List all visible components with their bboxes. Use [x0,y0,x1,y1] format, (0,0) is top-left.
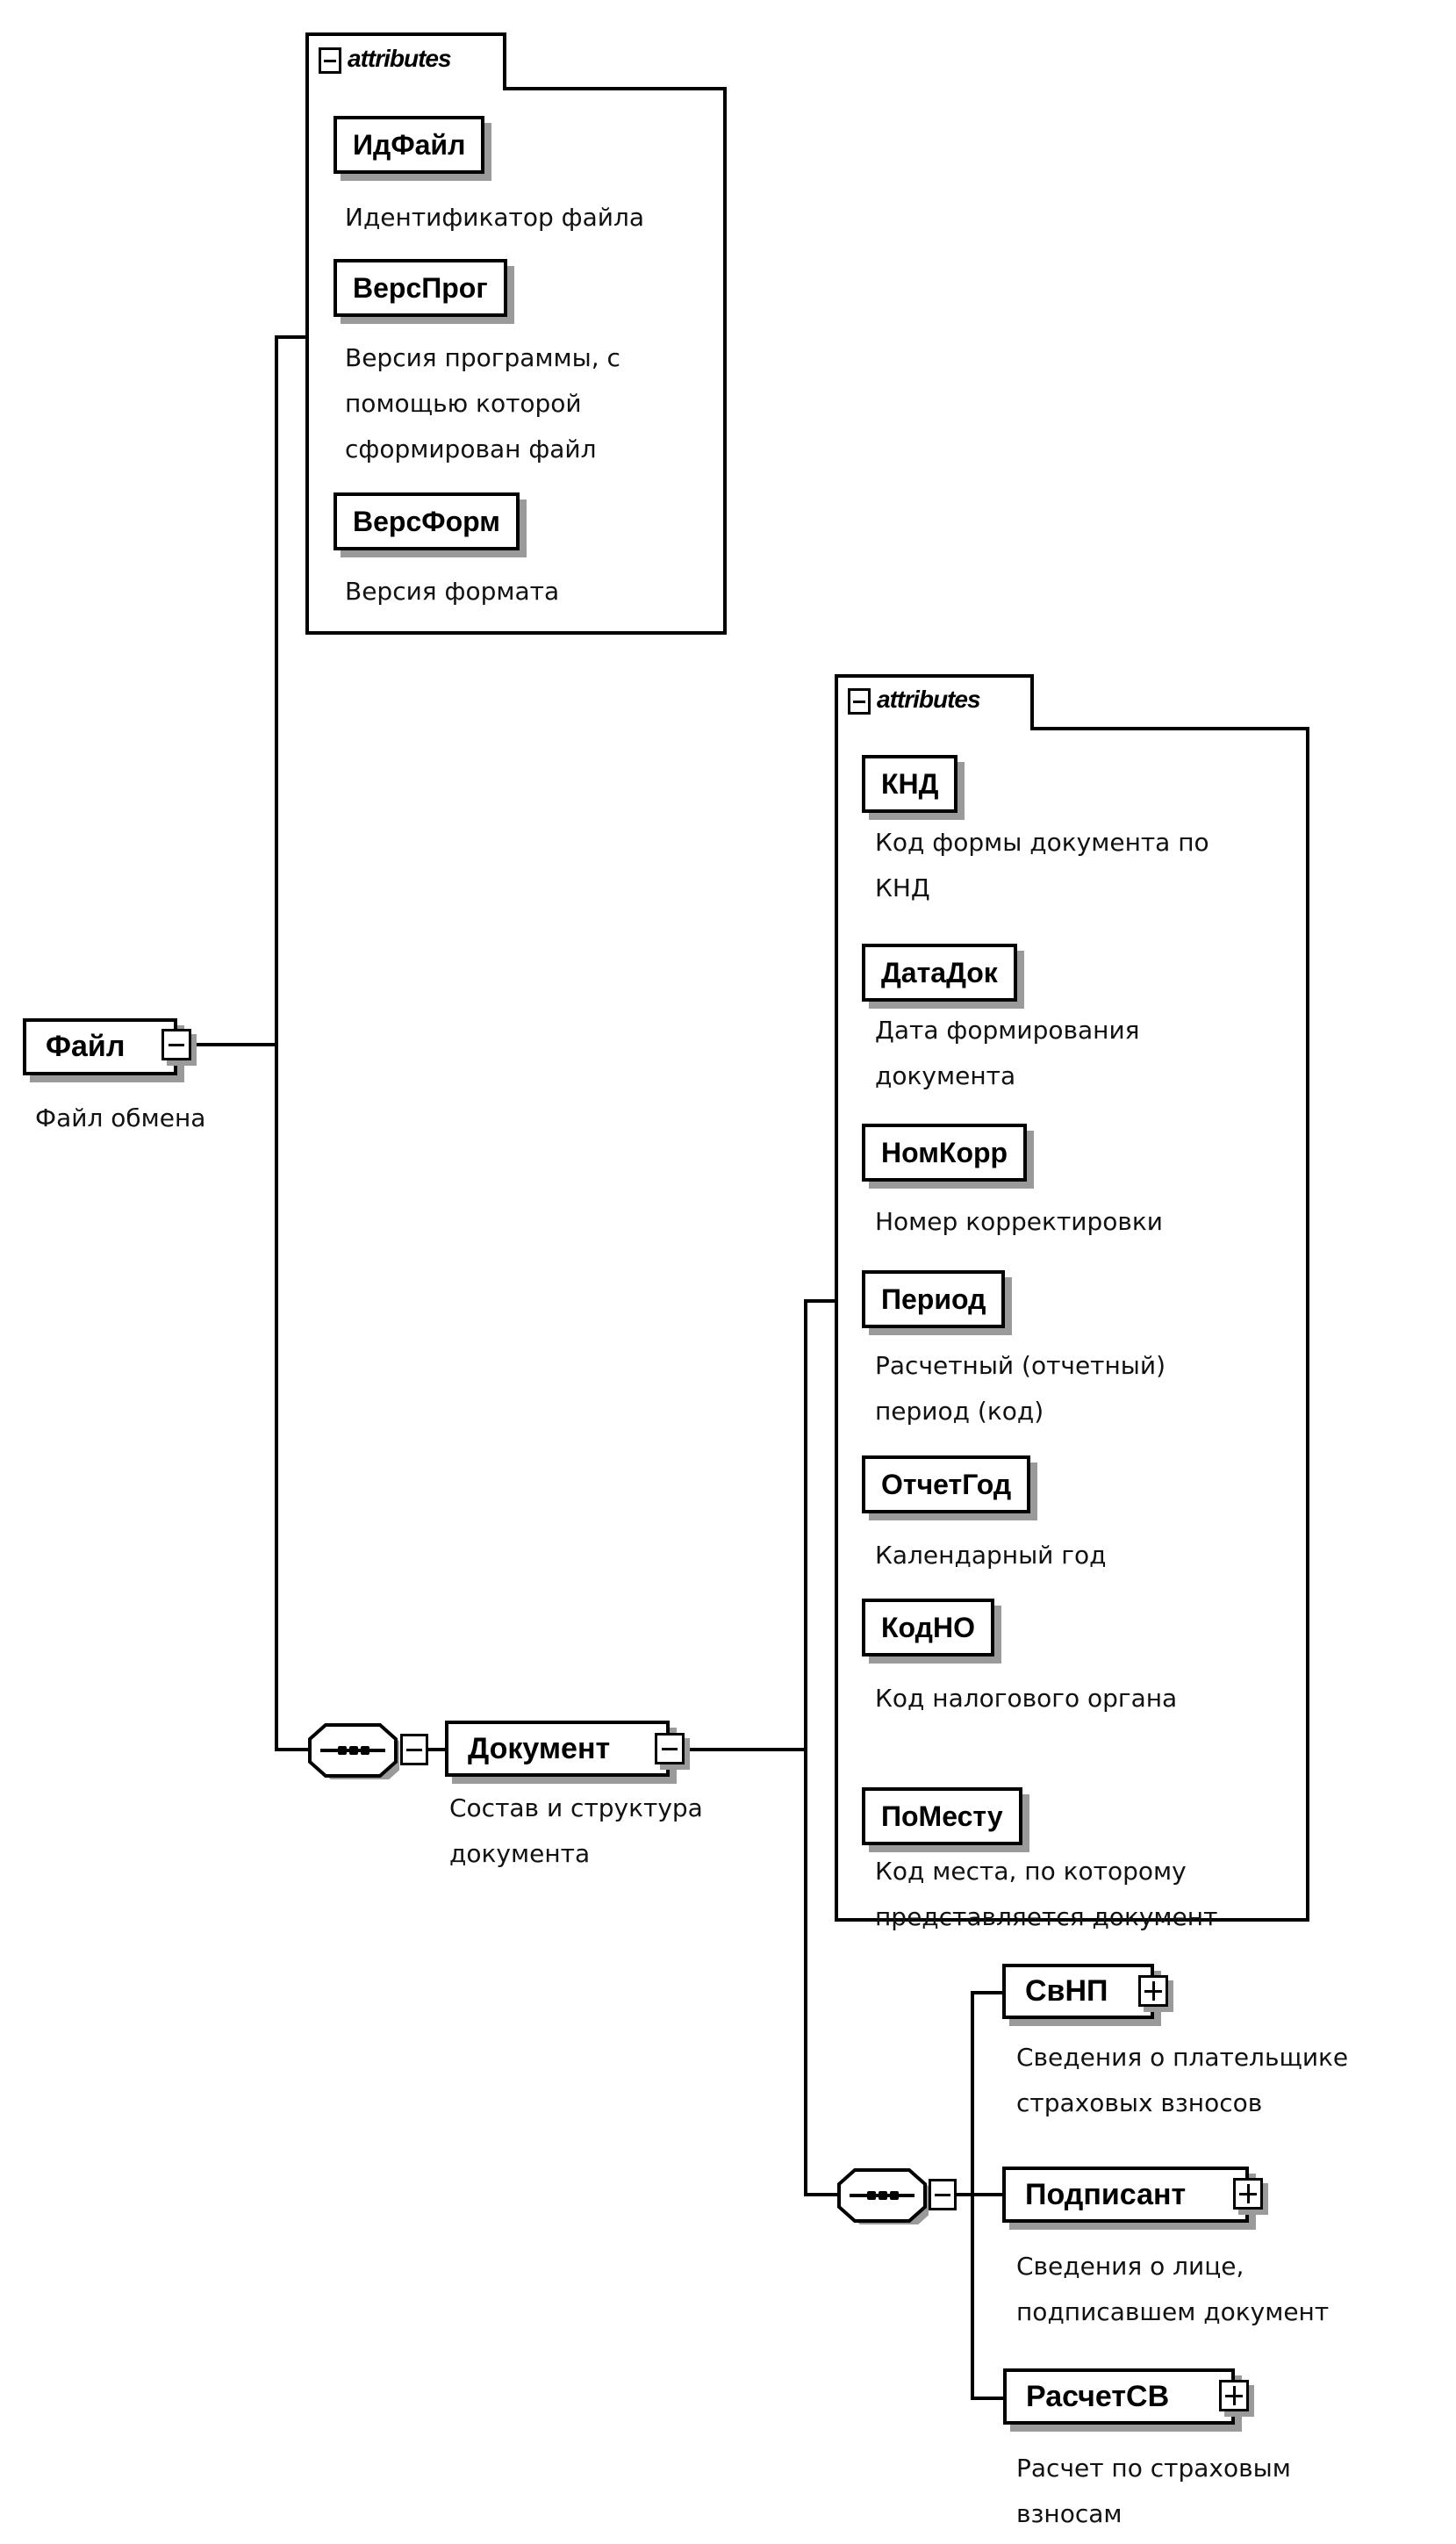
document-attributes-group: attributes [835,674,1309,1922]
connector-seq2-children [956,2193,1004,2196]
connector-to-root-attributes [275,335,307,339]
attribute-description: Расчетный (отчетный) период (код) [875,1351,1166,1426]
attribute-description: Номер корректировки [875,1207,1163,1236]
connector-to-sequence-1 [275,1748,308,1751]
child-element-description: Сведения о плательщике страховых взносов [1016,2043,1349,2117]
attribute-node[interactable]: ВерсФорм [334,492,520,550]
root-attributes-collapse-icon[interactable] [319,47,341,74]
connector-root-vertical [275,335,278,1751]
sequence-compositor-1[interactable] [306,1721,399,1779]
attribute-node[interactable]: КодНО [862,1599,994,1656]
root-attributes-tab-label: attributes [348,45,452,72]
document-element-description: Состав и структура документа [449,1793,703,1868]
connector-to-document-attributes [804,1299,836,1303]
child-expand-toggle[interactable] [1138,1975,1168,2007]
attribute-description: Код налогового органа [875,1684,1178,1713]
child-expand-toggle[interactable] [1219,2380,1249,2411]
attribute-description: Идентификатор файла [345,203,645,232]
document-element-name: Документ [468,1731,611,1765]
attribute-description: Код места, по которому представляется до… [875,1857,1218,1931]
attribute-node[interactable]: ВерсПрог [334,259,507,317]
attribute-node[interactable]: ПоМесту [862,1787,1022,1845]
connector-children-vertical [971,1991,974,2400]
attribute-node[interactable]: Период [862,1270,1006,1328]
document-collapse-toggle[interactable] [655,1733,685,1764]
sequence-compositor-2[interactable] [836,2167,929,2224]
connector-root [191,1043,278,1046]
child-expand-toggle[interactable] [1233,2178,1263,2210]
connector-document-vertical [804,1299,807,2196]
document-attributes-tab-label: attributes [877,686,981,713]
connector-to-child-2 [971,2397,1004,2400]
child-element-node[interactable]: СвНП [1002,1964,1154,2019]
connector-document-out [683,1748,807,1751]
child-element-description: Расчет по страховым взносам [1016,2454,1291,2528]
sequence-2-collapse-toggle[interactable] [929,2179,957,2210]
document-element-node[interactable]: Документ [445,1721,670,1777]
attribute-description: Версия программы, с помощью которой сфор… [345,343,620,464]
attribute-node[interactable]: КНД [862,755,958,813]
root-element-description: Файл обмена [35,1103,206,1132]
document-attributes-collapse-icon[interactable] [848,688,871,715]
sequence-1-collapse-toggle[interactable] [400,1734,428,1765]
attribute-node[interactable]: ДатаДок [862,944,1017,1002]
child-element-description: Сведения о лице, подписавшем документ [1016,2252,1330,2326]
attribute-description: Версия формата [345,577,560,606]
attribute-node[interactable]: ИдФайл [334,116,485,174]
child-element-node[interactable]: Подписант [1002,2167,1249,2223]
root-element-name: Файл [46,1030,126,1063]
attribute-node[interactable]: НомКорр [862,1124,1028,1182]
attribute-description: Код формы документа по КНД [875,828,1209,902]
connector-to-sequence-2 [804,2193,837,2196]
root-collapse-toggle[interactable] [161,1029,191,1060]
attribute-node[interactable]: ОтчетГод [862,1455,1031,1513]
root-element-node[interactable]: Файл [23,1018,177,1075]
attribute-description: Дата формирования документа [875,1016,1140,1090]
attribute-description: Календарный год [875,1541,1107,1570]
connector-seq1-doc [427,1748,447,1751]
connector-to-child-0 [971,1991,1004,1994]
child-element-node[interactable]: РасчетСВ [1003,2368,1235,2425]
